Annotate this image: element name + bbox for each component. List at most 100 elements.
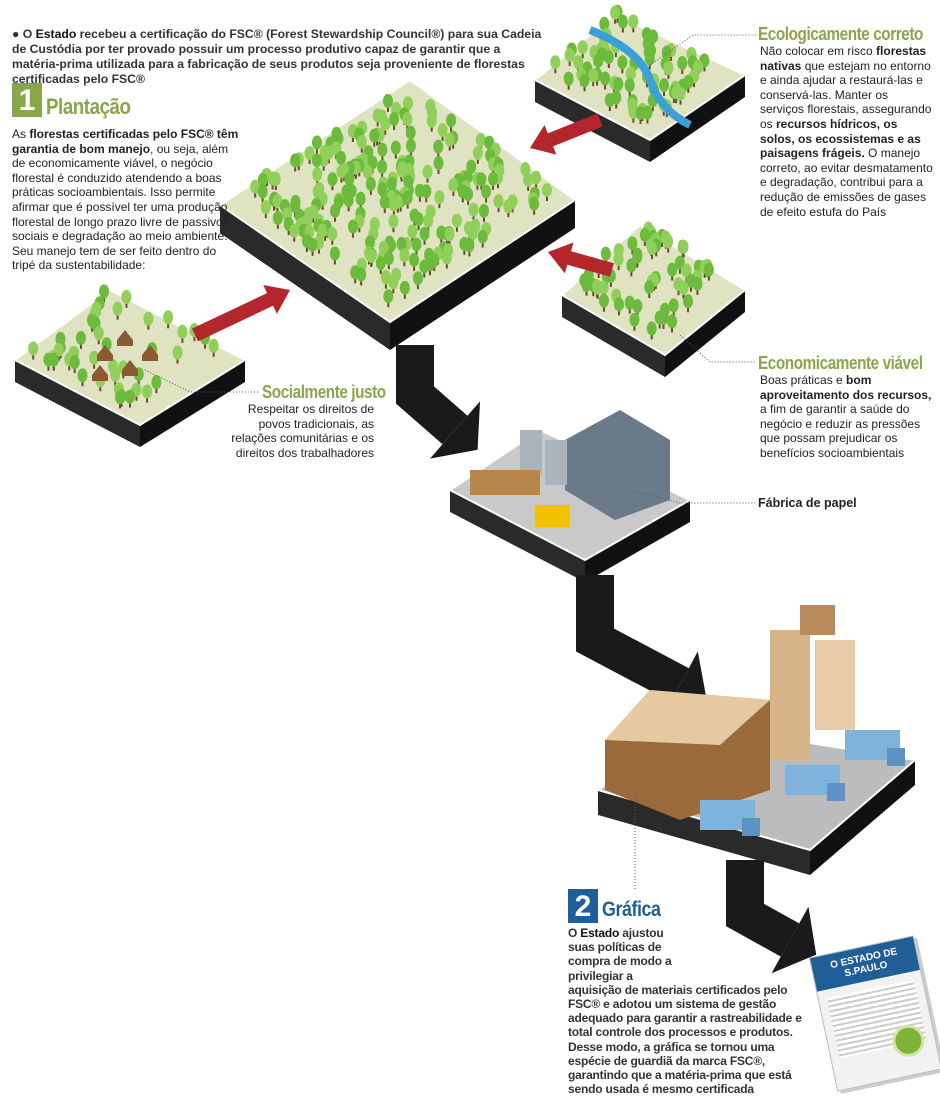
tree-trunk	[354, 277, 357, 284]
tree-crown	[347, 219, 358, 234]
tree-trunk	[568, 59, 571, 66]
tree-crown	[336, 151, 347, 166]
tree-trunk	[294, 165, 297, 172]
tree-icon	[468, 202, 479, 221]
tree-icon	[409, 252, 420, 271]
tree-trunk	[615, 102, 618, 109]
tree-trunk	[452, 142, 455, 149]
tree-icon	[383, 251, 394, 270]
tree-icon	[383, 289, 394, 308]
tree-icon	[312, 167, 323, 186]
tree-trunk	[581, 52, 584, 59]
ecological-tile	[533, 4, 748, 162]
tree-crown	[407, 224, 418, 239]
tree-trunk	[613, 87, 616, 94]
tree-trunk	[331, 184, 334, 191]
tree-trunk	[381, 154, 384, 161]
tree-trunk	[317, 247, 320, 254]
tree-crown	[307, 237, 318, 252]
tree-trunk	[426, 176, 429, 183]
tree-crown	[446, 113, 457, 128]
tree-icon	[659, 78, 670, 97]
tree-icon	[272, 210, 283, 229]
tree-crown	[124, 389, 135, 404]
tree-icon	[93, 326, 104, 345]
printing-roof	[605, 690, 770, 745]
tree-crown	[327, 172, 338, 187]
tree-crown	[379, 195, 390, 210]
tree-trunk	[99, 385, 102, 392]
tree-crown	[448, 178, 459, 193]
tree-trunk	[440, 237, 443, 244]
tree-icon	[369, 128, 380, 147]
tree-icon	[444, 132, 455, 151]
tree-trunk	[677, 289, 680, 296]
tree-crown	[48, 352, 59, 367]
tree-icon	[564, 47, 575, 66]
tree-trunk	[384, 128, 387, 135]
tree-crown	[388, 275, 399, 290]
tree-trunk	[400, 175, 403, 182]
tree-icon	[327, 172, 338, 191]
tree-crown	[493, 194, 504, 209]
tree-trunk	[264, 212, 267, 219]
tree-trunk	[583, 85, 586, 92]
tree-trunk	[413, 220, 416, 227]
tree-icon	[419, 226, 430, 245]
tree-icon	[121, 289, 132, 308]
tile-top	[448, 428, 693, 562]
tree-trunk	[425, 196, 428, 203]
tree-icon	[124, 389, 135, 408]
tree-crown	[77, 368, 88, 383]
tree-crown	[390, 140, 401, 155]
tree-trunk	[293, 235, 296, 242]
tree-icon	[405, 138, 416, 157]
tree-icon	[142, 384, 153, 403]
tree-crown	[270, 172, 281, 187]
flow-arrow-3-head	[771, 906, 817, 974]
tree-crown	[75, 330, 86, 345]
tree-trunk	[97, 338, 100, 345]
tree-crown	[289, 223, 300, 238]
tree-icon	[441, 250, 452, 269]
tree-trunk	[212, 350, 215, 357]
tree-icon	[433, 139, 444, 158]
tree-trunk	[433, 264, 436, 271]
tree-icon	[343, 193, 354, 212]
tree-crown	[617, 14, 628, 29]
tree-crown	[462, 169, 473, 184]
tree-crown	[564, 47, 575, 62]
tree-icon	[151, 375, 162, 394]
tree-icon	[617, 55, 628, 74]
tree-icon	[163, 310, 174, 329]
tree-icon	[613, 297, 624, 316]
tree-crown	[599, 16, 610, 31]
tree-trunk	[423, 271, 426, 278]
tree-trunk	[403, 292, 406, 299]
tree-icon	[257, 184, 268, 203]
tile-side	[450, 490, 585, 582]
tree-trunk	[648, 292, 651, 299]
tree-icon	[617, 14, 628, 33]
tree-crown	[632, 249, 643, 264]
factory-tile	[448, 428, 693, 582]
tree-trunk	[376, 139, 379, 146]
tree-trunk	[628, 307, 631, 314]
tree-trunk	[118, 402, 121, 409]
tree-trunk	[276, 222, 279, 229]
tree-trunk	[448, 239, 451, 246]
tree-trunk	[461, 196, 464, 203]
tree-trunk	[707, 274, 710, 281]
tree-crown	[646, 321, 657, 336]
tree-trunk	[645, 81, 648, 88]
tile-side	[390, 200, 575, 350]
tree-icon	[663, 234, 674, 253]
tree-icon	[329, 246, 340, 265]
tree-crown	[399, 248, 410, 263]
tree-crown	[383, 289, 394, 304]
tree-crown	[464, 238, 475, 253]
tree-trunk	[463, 248, 466, 255]
step-number-2: 2	[568, 889, 598, 923]
tree-icon	[598, 293, 609, 312]
